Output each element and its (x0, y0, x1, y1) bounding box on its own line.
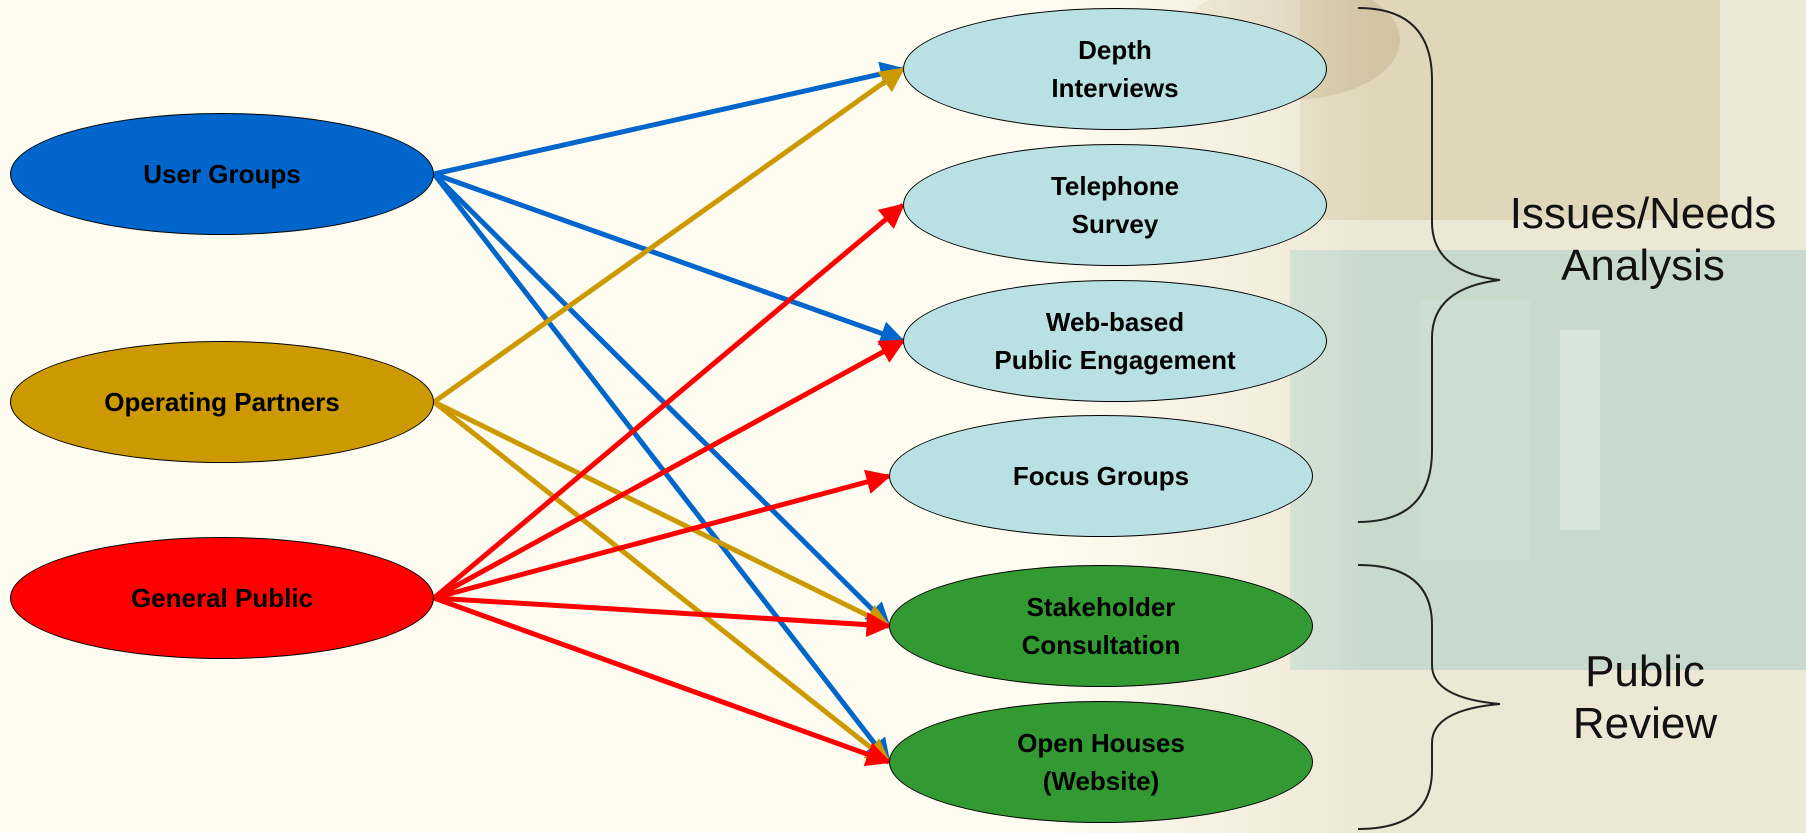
issues-needs-analysis-label: Issues/Needs Analysis (1509, 189, 1777, 290)
arrow-general-public-to-web-based (432, 338, 906, 601)
focus-groups-label: Focus Groups (1012, 461, 1190, 491)
telephone-survey-node: Telephone Survey (903, 144, 1327, 266)
arrow-user-groups-to-open-houses (432, 172, 891, 764)
open-houses-label: Open Houses (Website) (1017, 728, 1185, 796)
stakeholder-consultation-label: Stakeholder Consultation (1021, 592, 1181, 660)
focus-groups-node: Focus Groups (889, 415, 1313, 537)
user-groups-label: User Groups (143, 159, 301, 189)
general-public-node: General Public (10, 537, 434, 659)
depth-interviews-node: Depth Interviews (903, 8, 1327, 130)
arrow-general-public-to-open-houses (433, 595, 892, 767)
open-houses-node: Open Houses (Website) (889, 701, 1313, 823)
arrow-general-public-to-stakeholder (433, 595, 892, 638)
arrow-user-groups-to-web-based (433, 171, 906, 346)
public-review-brace (1357, 564, 1501, 830)
user-groups-node: User Groups (10, 113, 434, 235)
stakeholder-consultation-node: Stakeholder Consultation (889, 565, 1313, 687)
web-based-node: Web-based Public Engagement (903, 280, 1327, 402)
web-based-label: Web-based Public Engagement (994, 307, 1236, 375)
arrow-general-public-to-telephone-survey (432, 203, 905, 600)
general-public-label: General Public (130, 583, 314, 613)
operating-partners-node: Operating Partners (10, 341, 434, 463)
arrow-user-groups-to-depth-interviews (433, 61, 906, 177)
arrow-general-public-to-focus-groups (433, 469, 892, 601)
telephone-survey-label: Telephone Survey (1050, 171, 1180, 239)
arrow-operating-partners-to-stakeholder (432, 399, 892, 629)
arrow-operating-partners-to-open-houses (432, 400, 891, 764)
depth-interviews-label: Depth Interviews (1051, 35, 1179, 103)
issues-needs-brace (1357, 7, 1501, 523)
public-review-label: Public Review (1572, 647, 1718, 748)
operating-partners-label: Operating Partners (104, 387, 340, 417)
arrow-user-groups-to-stakeholder (432, 172, 891, 628)
arrow-operating-partners-to-depth-interviews (432, 66, 906, 405)
